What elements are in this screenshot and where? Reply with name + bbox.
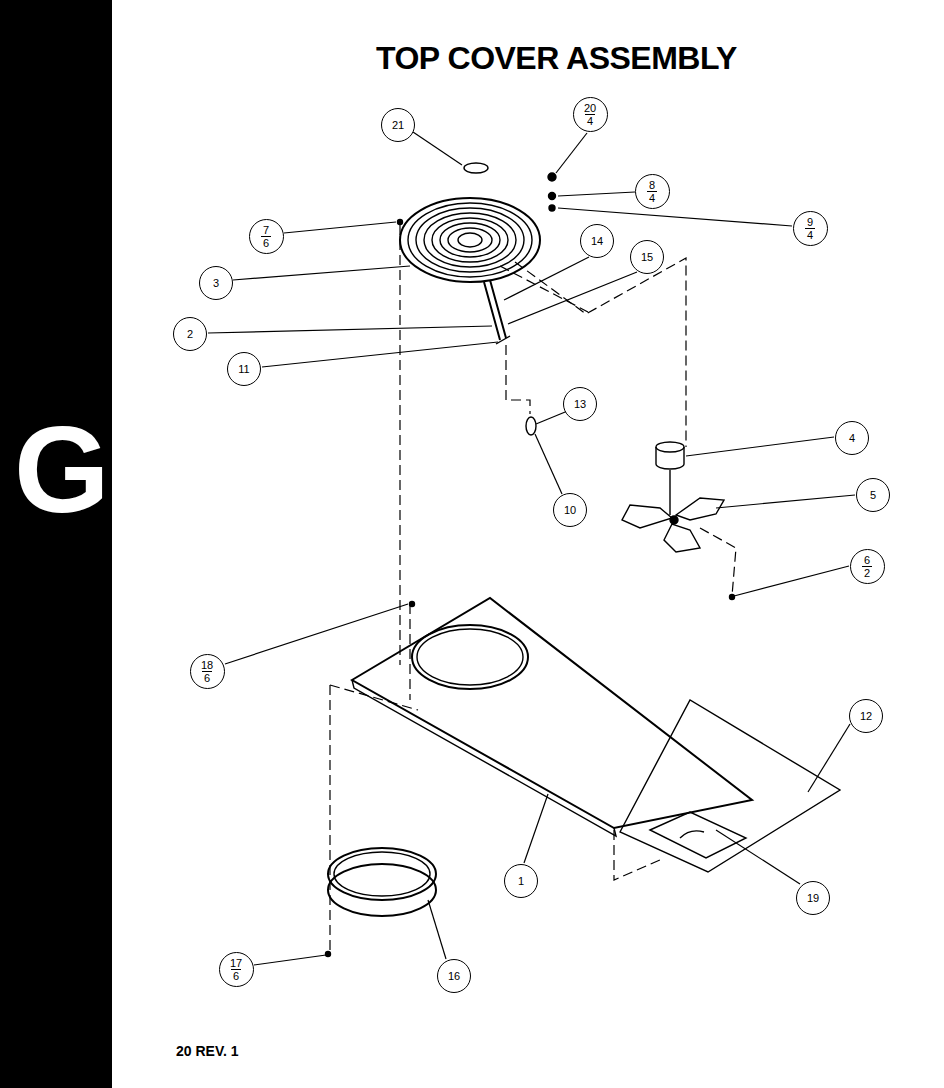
callout-number: 20 — [584, 102, 596, 114]
callout-number: 11 — [238, 363, 249, 375]
callout-number: 5 — [870, 489, 876, 501]
callout-circle: 3 — [199, 266, 233, 300]
callout-number: 8 — [649, 179, 655, 191]
callout-circle: 186 — [190, 654, 225, 689]
callout-number: 4 — [585, 114, 595, 127]
callout-number: 3 — [213, 277, 219, 289]
scan-band — [0, 0, 112, 1088]
callout-number: 17 — [230, 957, 242, 969]
callout-number: 18 — [201, 659, 213, 671]
callout-number: 14 — [591, 235, 603, 247]
callout-number: 2 — [862, 566, 872, 579]
page-footer: 20 REV. 1 — [176, 1044, 239, 1058]
leader-lines — [208, 132, 855, 965]
callout-number: 2 — [187, 328, 193, 340]
callout-circle: 4 — [835, 421, 869, 455]
callout-number: 21 — [392, 119, 404, 131]
callout-circle: 15 — [630, 240, 664, 274]
diagram-title: TOP COVER ASSEMBLY — [376, 40, 737, 77]
callout-number: 4 — [849, 432, 855, 444]
callout-number: 1 — [518, 875, 524, 887]
callout-number: 6 — [231, 969, 241, 982]
callout-circle: 76 — [249, 219, 284, 254]
callout-number: 6 — [261, 236, 271, 249]
assembly-lines — [330, 225, 736, 950]
callout-circle: 5 — [856, 478, 890, 512]
callout-circle: 21 — [381, 108, 415, 142]
callout-number: 9 — [807, 216, 813, 228]
callout-circle: 13 — [563, 387, 597, 421]
callout-number: 10 — [564, 504, 576, 516]
callout-number: 4 — [805, 228, 815, 241]
callout-circle: 84 — [635, 174, 670, 209]
callout-number: 19 — [807, 892, 819, 904]
callout-number: 6 — [202, 671, 212, 684]
callout-number: 16 — [448, 970, 460, 982]
callout-number: 15 — [641, 251, 653, 263]
callout-circle: 16 — [437, 959, 471, 993]
callout-number: 12 — [860, 710, 872, 722]
callout-circle: 11 — [227, 352, 261, 386]
callout-number: 6 — [864, 554, 870, 566]
callout-circle: 19 — [796, 881, 830, 915]
callout-number: 4 — [647, 191, 657, 204]
callout-circle: 62 — [850, 549, 885, 584]
callout-number: 7 — [263, 224, 269, 236]
callout-circle: 10 — [553, 493, 587, 527]
parts — [326, 163, 841, 957]
callout-number: 13 — [574, 398, 586, 410]
callout-circle: 2 — [173, 317, 207, 351]
callout-circle: 204 — [573, 97, 608, 132]
callout-circle: 14 — [580, 224, 614, 258]
callout-circle: 12 — [849, 699, 883, 733]
section-letter: G — [14, 408, 110, 531]
callout-circle: 176 — [219, 952, 254, 987]
callout-circle: 94 — [793, 211, 828, 246]
callout-circle: 1 — [504, 864, 538, 898]
